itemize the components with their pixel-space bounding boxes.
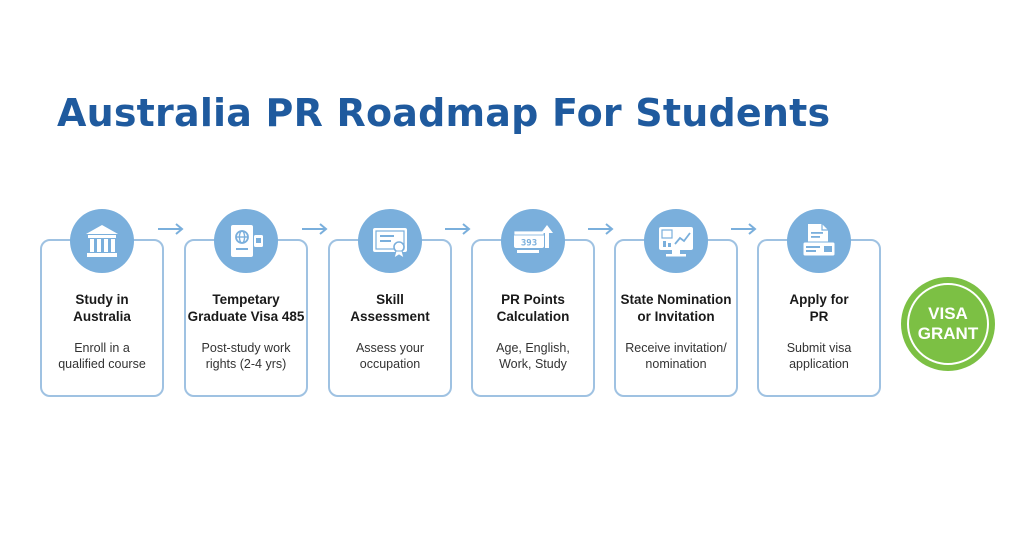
passport-icon <box>214 209 278 273</box>
step-skill-assessment: Skill Assessment Assess your occupation <box>328 209 452 397</box>
certificate-icon <box>358 209 422 273</box>
step-description: Post-study work rights (2-4 yrs) <box>201 341 291 371</box>
step-title: Study in Australia <box>73 292 131 324</box>
step-state-nomination: State Nomination or Invitation Receive i… <box>614 209 738 397</box>
step-graduate-visa: Tempetary Graduate Visa 485 Post-study w… <box>184 209 308 397</box>
page-title: Australia PR Roadmap For Students <box>57 91 831 135</box>
step-description: Age, English, Work, Study <box>496 341 570 371</box>
step-title: Skill Assessment <box>350 292 430 324</box>
step-title: PR Points Calculation <box>496 292 570 324</box>
university-icon <box>70 209 134 273</box>
step-description: Receive invitation/ nomination <box>625 341 727 371</box>
step-study-in-australia: Study in Australia Enroll in a qualified… <box>40 209 164 397</box>
step-description: Submit visa application <box>786 341 852 371</box>
visa-grant-text: VISA GRANT <box>907 283 989 365</box>
step-title: Apply for PR <box>789 292 849 324</box>
points-calculator-icon: 393 <box>501 209 565 273</box>
step-description: Assess your occupation <box>355 341 425 371</box>
application-form-icon <box>787 209 851 273</box>
arrow-right-icon <box>731 223 757 235</box>
visa-grant-badge: VISA GRANT <box>901 277 995 371</box>
step-title: State Nomination or Invitation <box>620 292 732 324</box>
step-card <box>328 239 452 397</box>
arrow-right-icon <box>158 223 184 235</box>
step-apply-for-pr: Apply for PR Submit visa application <box>757 209 881 397</box>
svg-text:393: 393 <box>521 239 537 249</box>
step-description: Enroll in a qualified course <box>58 341 146 371</box>
arrow-right-icon <box>588 223 614 235</box>
arrow-right-icon <box>445 223 471 235</box>
arrow-right-icon <box>302 223 328 235</box>
step-pr-points: 393 PR Points Calculation Age, English, … <box>471 209 595 397</box>
monitor-chart-icon <box>644 209 708 273</box>
step-title: Tempetary Graduate Visa 485 <box>187 292 305 324</box>
